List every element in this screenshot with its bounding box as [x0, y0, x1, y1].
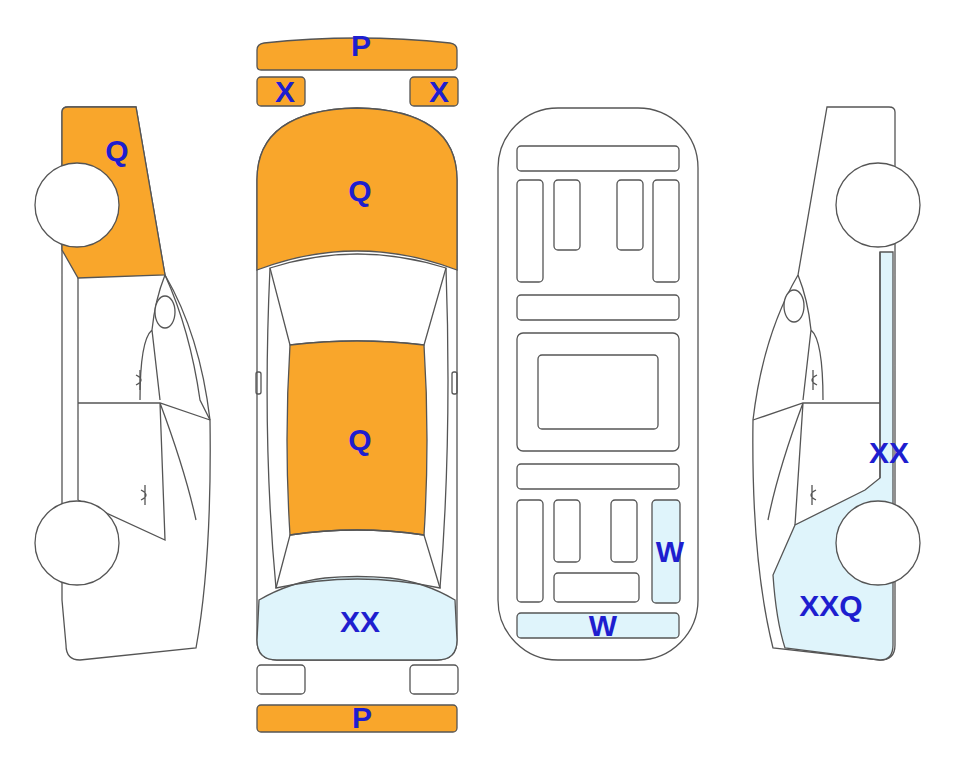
- damage-code: XX: [869, 438, 909, 468]
- damage-code: P: [352, 703, 372, 733]
- damage-code: X: [275, 77, 295, 107]
- windshield: [270, 254, 446, 345]
- damage-code: XX: [340, 607, 380, 637]
- roof: [287, 341, 427, 535]
- damage-code: Q: [348, 176, 371, 206]
- wheel: [35, 501, 119, 585]
- mirror: [784, 290, 804, 322]
- mirror: [256, 372, 261, 394]
- damage-code: X: [429, 77, 449, 107]
- door-handle: [811, 370, 817, 505]
- wheel: [836, 501, 920, 585]
- rear-window: [276, 530, 440, 588]
- door-handle: [136, 370, 146, 505]
- hood: [257, 108, 457, 270]
- door-lines: [78, 275, 210, 540]
- mirror: [452, 372, 457, 394]
- lamp: [410, 665, 458, 694]
- damage-code: Q: [105, 136, 128, 166]
- wheel: [35, 163, 119, 247]
- damage-code: XXQ: [799, 591, 862, 621]
- lamp: [257, 665, 305, 694]
- underside-parts: [517, 146, 679, 602]
- wheel: [836, 163, 920, 247]
- window-line: [165, 275, 210, 420]
- lamp: [410, 77, 458, 106]
- rear-panel: [257, 577, 457, 661]
- lamp: [257, 77, 305, 106]
- damage-code: W: [656, 537, 684, 567]
- mirror: [155, 296, 175, 328]
- damage-code: Q: [348, 425, 371, 455]
- side-line: [267, 268, 448, 588]
- car-body-top: [257, 108, 457, 660]
- damage-code: W: [589, 611, 617, 641]
- damage-code: P: [351, 31, 371, 61]
- underside: [498, 108, 698, 660]
- door-lines: [753, 252, 880, 525]
